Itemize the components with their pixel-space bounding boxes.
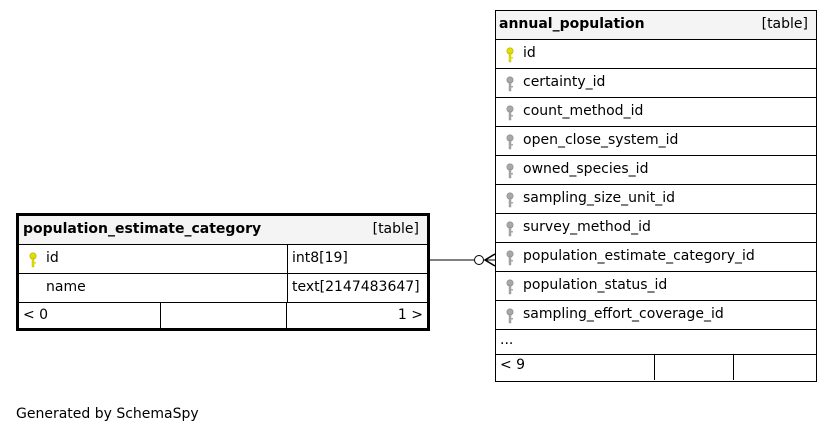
table-kind: [table] — [761, 16, 808, 32]
table-footer: < 9 — [496, 355, 816, 380]
column-row-count-method-id[interactable]: count_method_id — [496, 98, 816, 127]
column-name: count_method_id — [523, 103, 644, 119]
column-row-survey-method-id[interactable]: survey_method_id — [496, 214, 816, 243]
column-row-name[interactable]: name text[2147483647] — [19, 274, 427, 303]
table-footer: < 0 1 > — [19, 303, 427, 331]
table-kind: [table] — [372, 221, 419, 237]
column-row-population-status-id[interactable]: population_status_id — [496, 272, 816, 301]
table-name: annual_population — [499, 16, 645, 32]
table-header: population_estimate_category [table] — [19, 216, 427, 245]
crows-foot — [484, 253, 496, 267]
table-name: population_estimate_category — [23, 221, 262, 237]
column-name: open_close_system_id — [523, 132, 679, 148]
column-row-id[interactable]: id int8[19] — [19, 245, 427, 274]
more-columns-row: ... — [496, 330, 816, 355]
column-name: id — [523, 45, 536, 61]
column-name: population_estimate_category_id — [523, 248, 755, 264]
child-count: < 0 — [23, 307, 49, 323]
column-type: text[2147483647] — [292, 279, 420, 295]
column-row-sampling-size-unit-id[interactable]: sampling_size_unit_id — [496, 185, 816, 214]
column-name: sampling_size_unit_id — [523, 190, 675, 206]
column-name: sampling_effort_coverage_id — [523, 306, 724, 322]
table-population-estimate-category[interactable]: population_estimate_category [table] id … — [16, 213, 430, 331]
column-name: owned_species_id — [523, 161, 649, 177]
generated-by-label: Generated by SchemaSpy — [16, 406, 199, 422]
column-row-owned-species-id[interactable]: owned_species_id — [496, 156, 816, 185]
column-name: id — [46, 250, 59, 266]
column-type: int8[19] — [292, 250, 348, 266]
parent-count: 1 > — [397, 307, 423, 323]
column-name: population_status_id — [523, 277, 668, 293]
column-row-id[interactable]: id — [496, 40, 816, 69]
column-row-certainty-id[interactable]: certainty_id — [496, 69, 816, 98]
column-row-open-close-system-id[interactable]: open_close_system_id — [496, 127, 816, 156]
child-count: < 9 — [500, 357, 526, 373]
column-name: survey_method_id — [523, 219, 651, 235]
table-annual-population[interactable]: annual_population [table] id certainty_id… — [495, 10, 817, 382]
optional-many-circle — [474, 255, 484, 265]
column-row-sampling-effort-coverage-id[interactable]: sampling_effort_coverage_id — [496, 301, 816, 330]
column-name: name — [46, 279, 86, 295]
column-name: certainty_id — [523, 74, 606, 90]
column-row-population-estimate-category-id[interactable]: population_estimate_category_id — [496, 243, 816, 272]
ellipsis: ... — [500, 332, 514, 348]
table-header: annual_population [table] — [496, 11, 816, 40]
